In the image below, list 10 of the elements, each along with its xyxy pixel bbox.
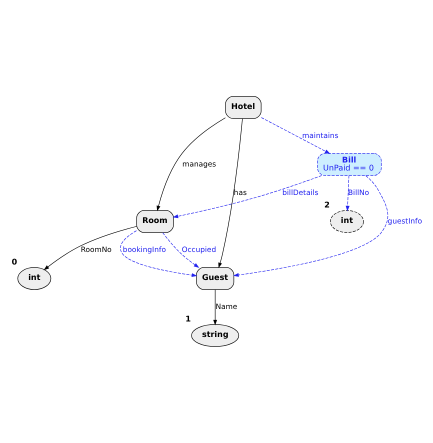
arrow bbox=[212, 289, 217, 326]
arrow bbox=[232, 175, 388, 277]
arrow bbox=[43, 226, 136, 270]
arrow bbox=[162, 232, 199, 268]
arrow bbox=[172, 175, 322, 218]
arrow bbox=[156, 117, 226, 212]
arrow bbox=[345, 175, 350, 212]
arrow bbox=[260, 117, 330, 154]
arrow bbox=[120, 230, 197, 278]
arrow bbox=[218, 118, 242, 268]
